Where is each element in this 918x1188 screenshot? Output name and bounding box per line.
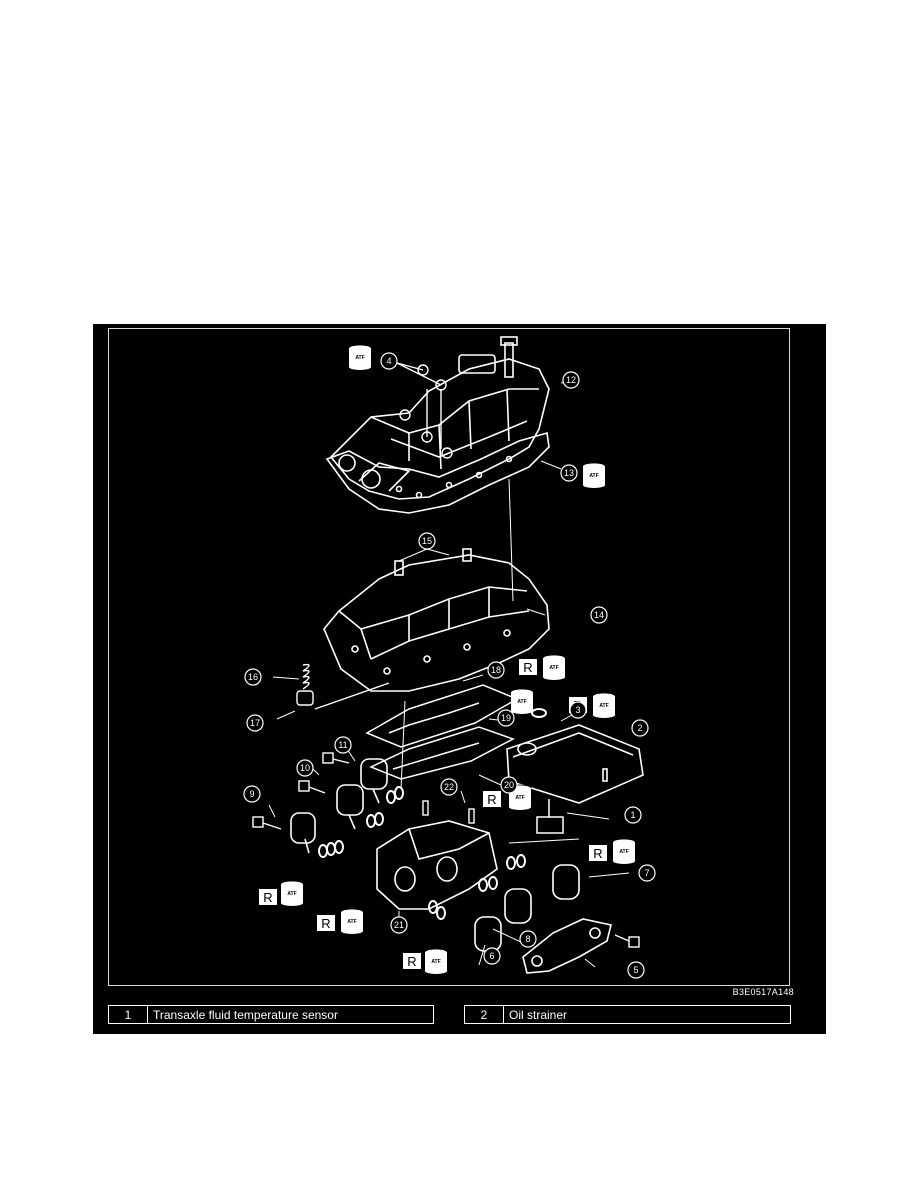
replace-label: R	[487, 792, 496, 807]
callout-11: 11	[338, 740, 347, 750]
callout-6: 6	[489, 951, 494, 961]
atf-label: ATF	[347, 919, 356, 925]
replace-label: R	[593, 846, 602, 861]
callout-9: 9	[249, 789, 254, 799]
legend-item-1: 1 Transaxle fluid temperature sensor	[108, 1005, 434, 1024]
legend-text: Transaxle fluid temperature sensor	[153, 1007, 338, 1022]
replace-label: R	[263, 890, 272, 905]
callout-2: 2	[637, 723, 642, 733]
separator-plate-18	[365, 684, 519, 780]
callout-7: 7	[644, 868, 649, 878]
lower-valve-body	[323, 548, 550, 692]
callout-12: 12	[566, 375, 576, 385]
atf-label: ATF	[515, 795, 524, 801]
solenoid-housing-21	[376, 820, 498, 910]
callout-5: 5	[633, 965, 638, 975]
atf-label: ATF	[355, 355, 364, 361]
exploded-valve-body-diagram: ATF ATF ATF ATF ATF ATF ATF ATF ATF ATF	[243, 336, 656, 979]
callout-1: 1	[630, 810, 635, 820]
callout-16: 16	[248, 672, 258, 682]
o-rings	[318, 708, 547, 920]
legend-text: Oil strainer	[509, 1007, 568, 1022]
upper-valve-body	[329, 336, 550, 500]
legend-number: 1	[109, 1006, 148, 1023]
replace-label: R	[523, 660, 532, 675]
callout-14: 14	[594, 610, 604, 620]
figure-code: B3E0517A148	[732, 987, 794, 997]
callout-13: 13	[564, 468, 574, 478]
bolt-set-4	[396, 362, 453, 459]
replace-label: R	[321, 916, 330, 931]
atf-label: ATF	[517, 699, 526, 705]
atf-label: ATF	[549, 665, 558, 671]
atf-label: ATF	[431, 959, 440, 965]
atf-label: ATF	[619, 849, 628, 855]
atf-symbols	[280, 344, 636, 975]
callout-22: 22	[444, 782, 454, 792]
callout-8: 8	[525, 934, 530, 944]
callout-4: 4	[386, 356, 391, 366]
callout-17: 17	[250, 718, 260, 728]
atf-label: ATF	[599, 703, 608, 709]
separator-plate-13	[325, 431, 550, 514]
bolts	[252, 752, 640, 948]
callout-3: 3	[575, 705, 580, 715]
temp-sensor	[536, 799, 564, 834]
legend-number: 2	[465, 1006, 504, 1023]
atf-label: ATF	[287, 891, 296, 897]
spring-16	[296, 663, 390, 710]
callout-19: 19	[501, 713, 511, 723]
atf-label: ATF	[589, 473, 598, 479]
figure-panel: ATF ATF ATF ATF ATF ATF ATF ATF ATF ATF	[93, 324, 826, 1034]
callout-10: 10	[300, 763, 310, 773]
legend-item-2: 2 Oil strainer	[464, 1005, 791, 1024]
callout-15: 15	[422, 536, 432, 546]
replace-label: R	[407, 954, 416, 969]
callout-21: 21	[394, 920, 404, 930]
diagram-frame: ATF ATF ATF ATF ATF ATF ATF ATF ATF ATF	[108, 328, 790, 986]
callout-18: 18	[491, 665, 501, 675]
gasket-5	[522, 918, 612, 974]
callout-20: 20	[504, 780, 514, 790]
